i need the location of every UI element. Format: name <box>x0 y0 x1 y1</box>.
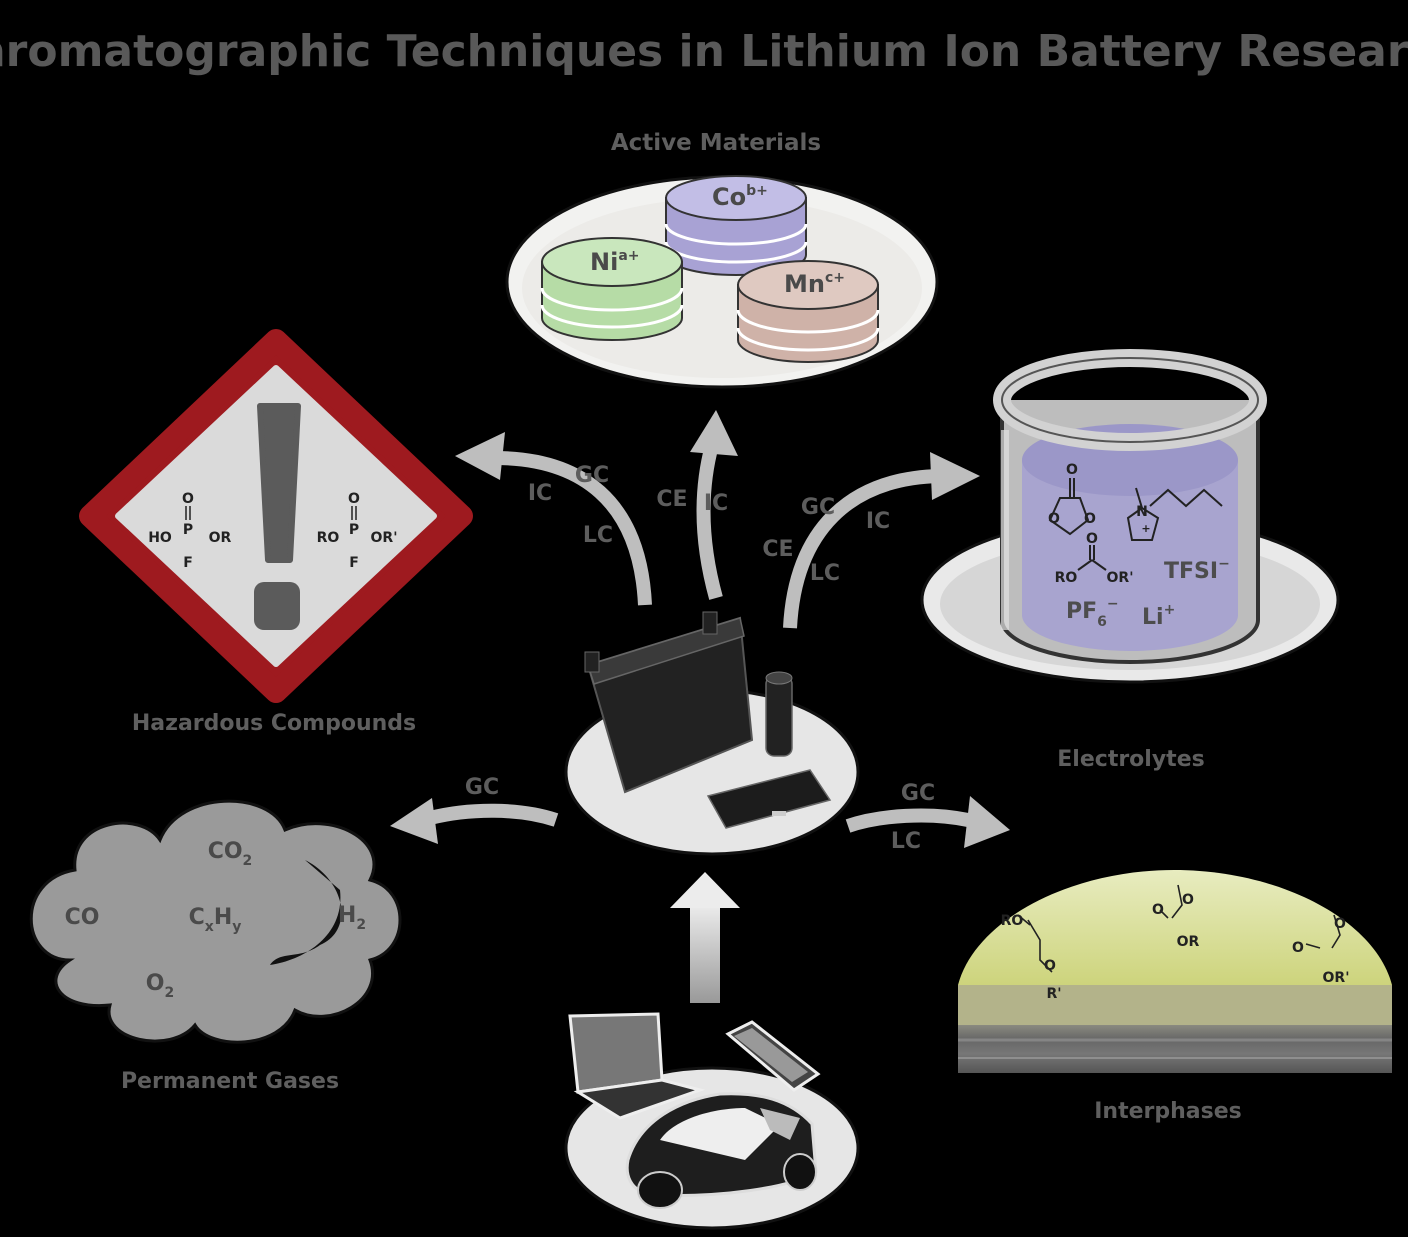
svg-text:HO: HO <box>148 530 172 546</box>
gas-cxhy: CxHy <box>189 905 242 935</box>
svg-text:F: F <box>349 555 359 571</box>
hazard-compound-1: O P HO OR F <box>148 491 231 571</box>
svg-text:P: P <box>183 522 193 538</box>
arrow-to-active-materials <box>690 410 738 600</box>
hazard-tech-gc: GC <box>575 463 609 488</box>
active-materials-label: Active Materials <box>611 130 821 156</box>
svg-text:OR': OR' <box>371 530 398 546</box>
lithium-ion: Li+ <box>1142 602 1175 630</box>
linear-carbonate-structure <box>1077 545 1107 571</box>
interphase-tech-gc: GC <box>901 781 935 806</box>
linear-carbonate-o: O <box>1086 531 1098 547</box>
electrolytes-label: Electrolytes <box>1057 747 1204 772</box>
gas-co2: CO2 <box>208 839 253 869</box>
arrow-to-interphases <box>845 796 1010 848</box>
cobalt-disc-stack: Cob+ <box>664 175 808 276</box>
interphase-layers <box>958 870 1392 1073</box>
gas-h2: H2 <box>338 903 366 933</box>
linear-carbonate-or: OR' <box>1107 570 1134 586</box>
gas-cloud <box>29 799 402 1044</box>
arrow-to-electrolytes <box>783 452 980 629</box>
applications-group <box>564 1012 860 1230</box>
svg-text:Mnc+: Mnc+ <box>784 270 845 298</box>
ring-o-right: O <box>1084 511 1096 527</box>
arrow-to-hazardous <box>455 432 652 606</box>
svg-text:P: P <box>349 522 359 538</box>
cation-plus: + <box>1141 522 1150 535</box>
interphase-o-right2: O <box>1334 916 1346 932</box>
svg-text:OR: OR <box>209 530 232 546</box>
hazard-tech-ic: IC <box>528 481 552 506</box>
ring-o-left: O <box>1048 511 1060 527</box>
electrolyte-beaker <box>920 349 1340 684</box>
arrow-to-gases <box>390 798 559 844</box>
svg-text:Nia+: Nia+ <box>590 248 640 276</box>
interphase-ro: RO <box>1001 913 1024 929</box>
interphase-o-right: O <box>1292 940 1304 956</box>
svg-text:Cob+: Cob+ <box>712 183 768 211</box>
svg-text:O: O <box>182 491 194 507</box>
hazardous-compounds-label: Hazardous Compounds <box>132 711 416 736</box>
cyclic-carbonate-structure <box>1048 478 1090 536</box>
carbonate-o-top: O <box>1066 462 1078 478</box>
battery-cells-group <box>564 611 860 856</box>
interphase-o-mid: O <box>1152 902 1164 918</box>
interphase-polymer-structures <box>1017 884 1341 973</box>
hazard-compound-2: O P RO OR' F <box>317 491 398 571</box>
arrow-from-applications <box>670 872 740 1003</box>
interphase-o-mid2: O <box>1182 892 1194 908</box>
svg-text:RO: RO <box>317 530 340 546</box>
hazard-warning-sign <box>79 329 473 703</box>
electrolyte-tech-lc: LC <box>810 561 840 586</box>
permanent-gases-label: Permanent Gases <box>121 1069 339 1094</box>
tfsi-anion: TFSI− <box>1164 556 1230 584</box>
page-title: Chromatographic Techniques in Lithium Io… <box>0 26 1408 77</box>
electrolyte-tech-ce: CE <box>762 537 793 562</box>
svg-text:F: F <box>183 555 193 571</box>
interphase-o-left: O <box>1044 958 1056 974</box>
interphase-r-prime: R' <box>1046 986 1061 1002</box>
svg-text:O: O <box>348 491 360 507</box>
interphases-label: Interphases <box>1094 1099 1242 1124</box>
interphase-or: OR <box>1177 934 1200 950</box>
gases-tech-gc: GC <box>465 775 499 800</box>
linear-carbonate-ro: RO <box>1055 570 1078 586</box>
interphase-or-prime: OR' <box>1323 970 1350 986</box>
active-tech-ce: CE <box>656 487 687 512</box>
hazard-tech-lc: LC <box>583 523 613 548</box>
cation-n: N <box>1136 504 1148 520</box>
active-tech-ic: IC <box>704 491 728 516</box>
nickel-disc-stack: Nia+ <box>540 237 684 341</box>
interphase-tech-lc: LC <box>891 829 921 854</box>
pf6-anion: PF6− <box>1066 596 1119 630</box>
gas-co: CO <box>65 905 100 930</box>
gas-o2: O2 <box>146 971 174 1001</box>
manganese-disc-stack: Mnc+ <box>736 260 880 363</box>
electrolyte-tech-ic: IC <box>866 509 890 534</box>
pyrrolidinium-cation-structure <box>1126 487 1223 541</box>
electrolyte-tech-gc: GC <box>801 495 835 520</box>
